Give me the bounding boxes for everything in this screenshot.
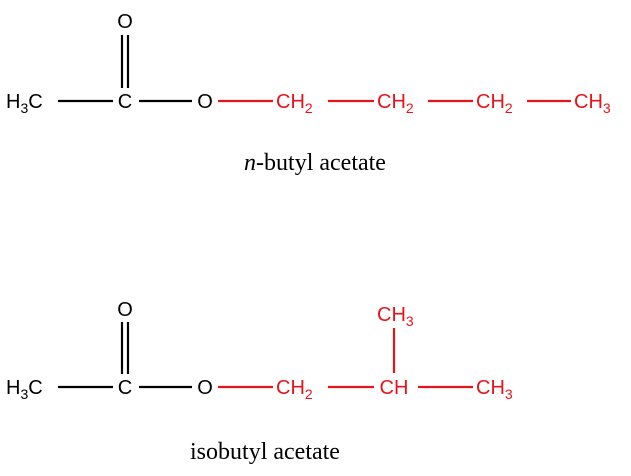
atom-ch: CH bbox=[380, 377, 409, 399]
caption-isobutyl-acetate: isobutyl acetate bbox=[190, 439, 340, 465]
atom-ch3-top: CH3 bbox=[377, 304, 414, 329]
atom-h3c: H3C bbox=[6, 377, 43, 402]
atom-ester-o: O bbox=[197, 91, 213, 113]
atom-ch2-a: CH2 bbox=[276, 91, 313, 116]
atom-ester-o: O bbox=[197, 377, 213, 399]
isobutyl-acetate-structure: H3C C O O CH2 CH CH3 CH3 isobutyl acetat… bbox=[6, 299, 513, 465]
atom-ch2-c: CH2 bbox=[476, 91, 513, 116]
atom-carbonyl-c: C bbox=[118, 377, 132, 399]
atom-carbonyl-c: C bbox=[118, 91, 132, 113]
atom-carbonyl-o: O bbox=[117, 11, 133, 33]
atom-ch2-b: CH2 bbox=[377, 91, 414, 116]
atom-ch3-right: CH3 bbox=[476, 377, 513, 402]
caption-n-butyl-acetate: n-butyl acetate bbox=[244, 150, 386, 176]
atom-h3c: H3C bbox=[6, 91, 43, 116]
atom-carbonyl-o: O bbox=[117, 299, 133, 321]
n-butyl-acetate-structure: H3C C O O CH2 CH2 CH2 CH3 n-butyl acetat… bbox=[6, 11, 611, 176]
atom-ch2: CH2 bbox=[276, 377, 313, 402]
atom-ch3: CH3 bbox=[574, 91, 611, 116]
